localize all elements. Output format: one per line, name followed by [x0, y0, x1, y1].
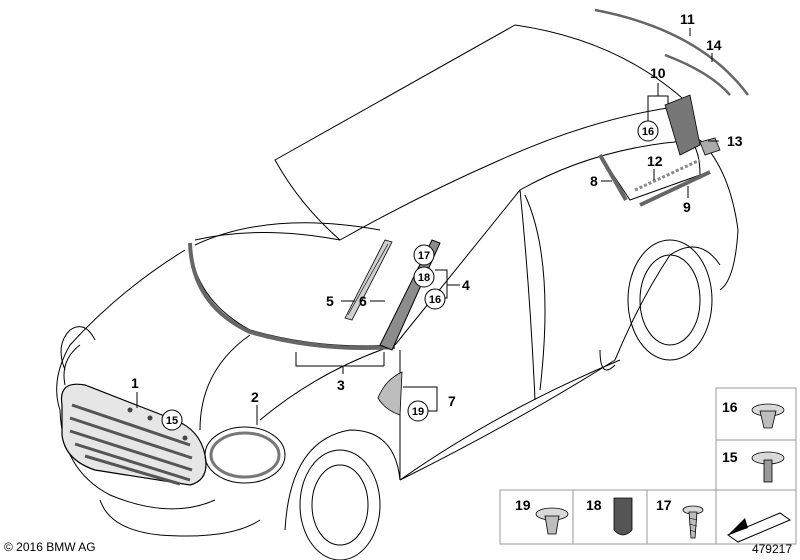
circled-callout-19: 19: [407, 400, 429, 422]
screw-17-panel: 17: [656, 497, 704, 539]
circled-callout-18: 18: [413, 266, 435, 288]
callout-1: 1: [131, 375, 139, 391]
svg-text:18: 18: [586, 497, 602, 513]
svg-text:19: 19: [412, 406, 424, 418]
grille-part: [60, 383, 207, 486]
callout-6: 6: [359, 293, 367, 309]
callout-7: 7: [448, 393, 456, 409]
roof-rail-inner-part: [664, 53, 731, 96]
grommet-18-panel: 18: [586, 497, 633, 536]
copyright-text: © 2016 BMW AG: [4, 540, 96, 554]
weatherstrip-part: [634, 158, 701, 192]
leader-lines: [136, 28, 719, 425]
callout-13: 13: [727, 133, 743, 149]
callout-5: 5: [326, 293, 334, 309]
parts-panel: [499, 387, 797, 545]
callout-14: 14: [706, 37, 722, 53]
svg-text:15: 15: [722, 449, 738, 465]
windshield-trim-part: [188, 242, 396, 350]
callout-3: 3: [337, 377, 345, 393]
svg-text:15: 15: [166, 415, 178, 427]
svg-text:16: 16: [722, 399, 738, 415]
svg-text:18: 18: [418, 272, 430, 284]
corner-trim-part: [699, 137, 721, 156]
circled-callout-16-rear: 16: [637, 120, 659, 142]
clip-16-panel: 16: [722, 399, 785, 429]
clip-19-panel: 19: [515, 497, 569, 535]
callout-9: 9: [683, 199, 691, 215]
circled-callout-17: 17: [413, 244, 435, 266]
callout-10: 10: [650, 65, 666, 81]
callout-4: 4: [462, 277, 470, 293]
b-pillar-trim-part: [598, 153, 628, 202]
svg-text:17: 17: [418, 250, 430, 262]
callout-2: 2: [251, 389, 259, 405]
svg-text:19: 19: [515, 497, 531, 513]
circled-callout-15: 15: [161, 409, 183, 431]
svg-text:17: 17: [656, 497, 672, 513]
diagram-number: 479217: [751, 542, 792, 556]
clip-15-panel: 15: [722, 449, 785, 483]
arrow-symbol-icon: [726, 512, 792, 543]
headlight-ring-part: [204, 426, 286, 484]
callout-8: 8: [590, 173, 598, 189]
mirror-triangle-part: [377, 371, 403, 416]
rear-window-trim-part: [639, 170, 711, 207]
c-pillar-trim-part: [664, 94, 701, 156]
callout-11: 11: [680, 11, 695, 27]
svg-text:16: 16: [429, 294, 441, 306]
svg-text:16: 16: [642, 126, 654, 138]
callout-12: 12: [647, 153, 663, 169]
circled-callout-16-pillar: 16: [424, 288, 446, 310]
roof-rail-outer-part: [594, 8, 750, 96]
